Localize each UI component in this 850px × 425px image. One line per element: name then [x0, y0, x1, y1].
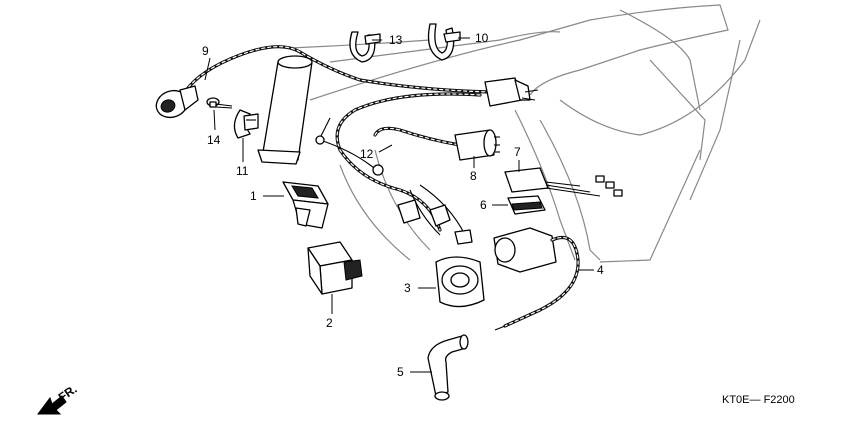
- label-1: 1: [250, 189, 257, 203]
- part-14-bolt: [206, 97, 233, 109]
- front-arrow-icon: [37, 395, 67, 415]
- label-5: 5: [397, 365, 404, 379]
- part-3-rubber-mount: [435, 256, 485, 308]
- label-6: 6: [480, 198, 487, 212]
- label-9: 9: [202, 44, 209, 58]
- label-7: 7: [514, 145, 521, 159]
- handlebar-grip: [257, 55, 313, 165]
- label-4: 4: [597, 263, 604, 277]
- leader-lines: [204, 37, 594, 373]
- part-4-ignition-coil: [493, 227, 580, 331]
- part-1-bracket: [282, 181, 329, 229]
- label-8: 8: [470, 169, 477, 183]
- label-13: 13: [389, 33, 403, 47]
- part-10-clamp: [427, 23, 461, 61]
- label-10: 10: [475, 31, 489, 45]
- part-6-relay: [507, 195, 546, 215]
- part-8-connector: [454, 129, 500, 161]
- label-12: 12: [360, 147, 374, 161]
- label-2: 2: [326, 316, 333, 330]
- label-14: 14: [207, 133, 221, 147]
- label-3: 3: [404, 281, 411, 295]
- frame-outline: [289, 4, 761, 263]
- part-13-clamp: [349, 31, 381, 63]
- diagram-code: KT0E— F2200: [722, 394, 795, 406]
- part-11-clip: [233, 109, 259, 139]
- main-harness: [315, 92, 482, 245]
- callout-labels: 9 13 10 14 11 12 8 7 6 1 2 3 4 5: [202, 31, 604, 379]
- part-7-regulator: [504, 167, 623, 197]
- upper-connector: [484, 77, 539, 107]
- part-9-wire-lead: [155, 45, 492, 119]
- front-direction-marker: FR.: [37, 382, 80, 415]
- label-11: 11: [236, 164, 249, 178]
- part-2-module: [307, 241, 363, 295]
- part-5-plug-cap: [427, 334, 469, 401]
